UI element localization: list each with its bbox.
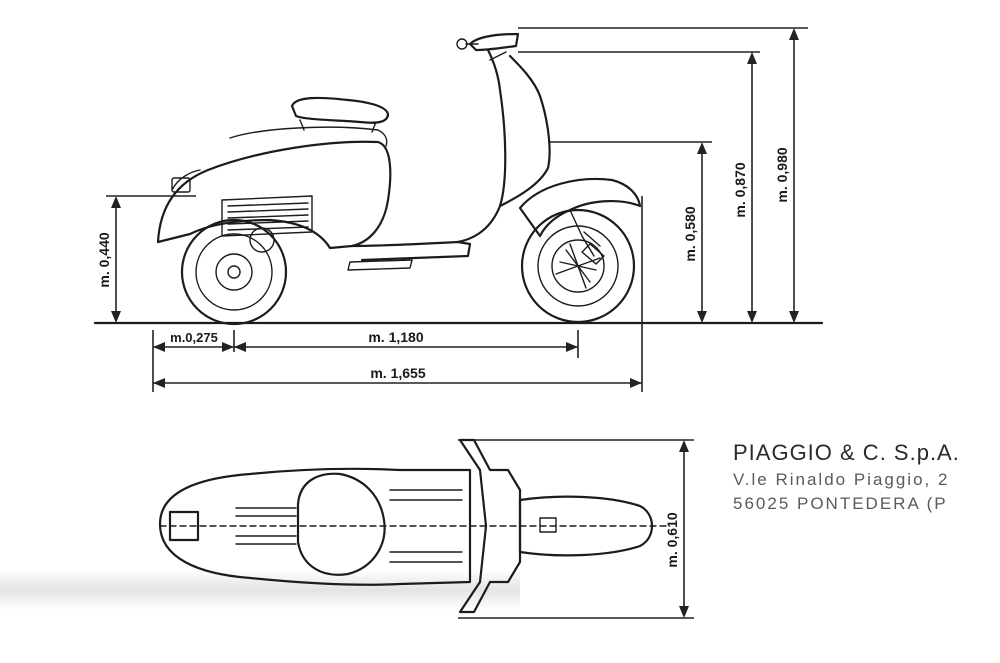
dim-label-seat-height: m. 0,580 (682, 206, 698, 261)
dim-label-rear-overhang: m.0,275 (170, 330, 218, 345)
engine-grille (221, 195, 313, 237)
scan-shadow (0, 570, 520, 610)
dim-label-wheelbase: m. 1,180 (368, 329, 423, 345)
floorboard (350, 240, 472, 262)
side-view (93, 32, 824, 326)
dim-label-mirror-height: m. 0,870 (732, 162, 748, 217)
dim-label-handlebar-width: m. 0,610 (664, 512, 680, 567)
top-view (158, 438, 669, 614)
dim-label-wheel-height: m. 0,440 (96, 232, 112, 287)
seat (290, 96, 390, 124)
handlebar (468, 32, 520, 52)
top-view-handlebar (458, 438, 522, 614)
top-view-front-fender (518, 495, 654, 557)
rear-body (156, 140, 392, 250)
leg-shield (456, 48, 507, 244)
top-view-plate (168, 510, 200, 542)
company-street: V.le Rinaldo Piaggio, 2 (733, 470, 950, 489)
company-city: 56025 PONTEDERA (P (733, 494, 948, 513)
dimension-lines (106, 27, 808, 619)
company-name: PIAGGIO & C. S.p.A. (733, 440, 960, 465)
dimension-labels: m. 0,440 m.0,275 m. 1,180 m. 1,655 m. 0,… (96, 147, 790, 567)
top-view-seat (296, 472, 386, 576)
front-wheel (520, 208, 636, 324)
rear-wheel (180, 218, 288, 326)
company-address-block: PIAGGIO & C. S.p.A. V.le Rinaldo Piaggio… (733, 440, 960, 514)
front-fender (518, 177, 642, 238)
dim-label-total-length: m. 1,655 (370, 365, 425, 381)
dim-label-total-height: m. 0,980 (774, 147, 790, 202)
